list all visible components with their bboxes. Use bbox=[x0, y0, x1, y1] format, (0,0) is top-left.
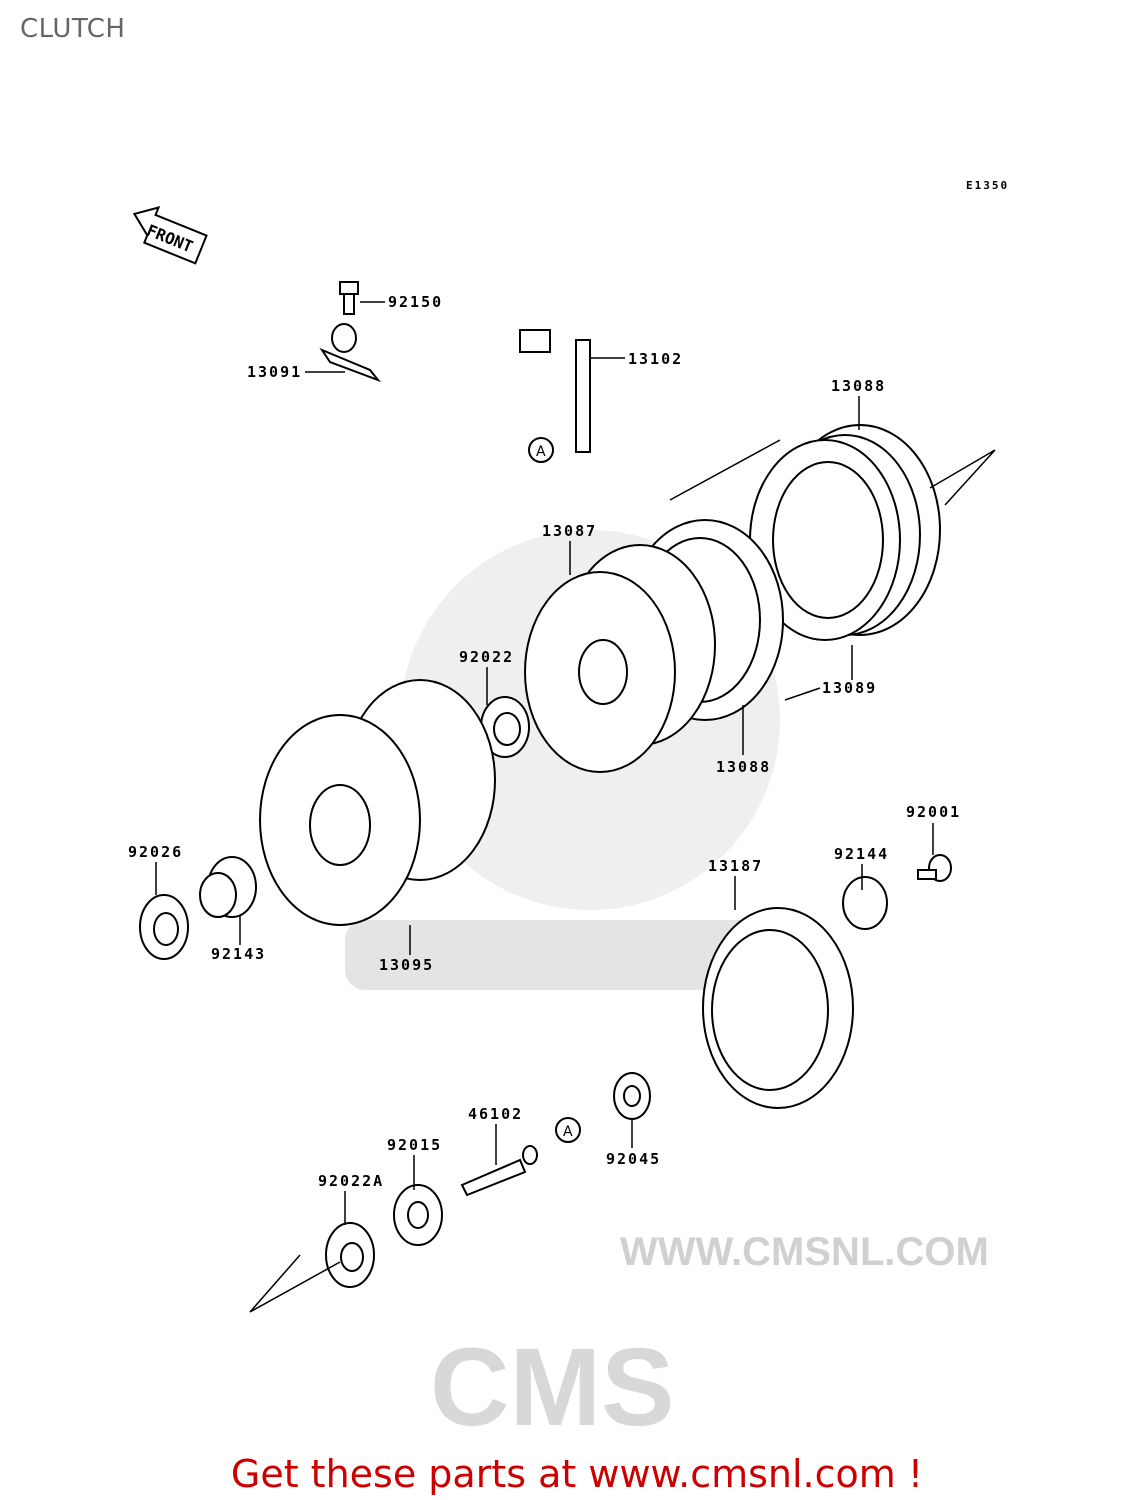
part-label: 13095 bbox=[379, 956, 434, 974]
pressure-plate-13187 bbox=[702, 907, 854, 1109]
sleeve-92143 bbox=[199, 856, 257, 918]
part-label: 92150 bbox=[388, 293, 443, 311]
watermark: CMS WWW.CMSNL.COM bbox=[430, 1230, 989, 1449]
footer-link[interactable]: Get these parts at www.cmsnl.com ! bbox=[230, 1452, 924, 1496]
part-label: 92045 bbox=[606, 1150, 661, 1168]
part-label: 92001 bbox=[906, 803, 961, 821]
spring-92144 bbox=[842, 876, 888, 930]
part-label: 13102 bbox=[628, 350, 683, 368]
circle-a-top: A bbox=[528, 437, 554, 463]
svg-text:A: A bbox=[563, 1124, 573, 1140]
part-label: 13087 bbox=[542, 522, 597, 540]
housing-13095 bbox=[259, 679, 496, 926]
diagram-code: E1350 bbox=[966, 179, 1009, 192]
part-label: 13091 bbox=[247, 363, 302, 381]
washer-92026 bbox=[139, 894, 189, 960]
shaft-13102 bbox=[519, 329, 591, 453]
part-label: 13187 bbox=[708, 857, 763, 875]
page-title: CLUTCH bbox=[20, 14, 126, 44]
part-label: 92144 bbox=[834, 845, 889, 863]
front-arrow-icon: FRONT bbox=[132, 206, 208, 265]
clutch-hub-13087 bbox=[524, 544, 716, 773]
pushrod-46102 bbox=[460, 1145, 538, 1197]
part-label: 92143 bbox=[211, 945, 266, 963]
bracket-13091 bbox=[319, 323, 382, 383]
watermark-logo: CMS bbox=[430, 1326, 674, 1449]
washer-92022 bbox=[480, 696, 530, 758]
part-label: 13088 bbox=[716, 758, 771, 776]
part-label: 13088 bbox=[831, 377, 886, 395]
part-label: 92026 bbox=[128, 843, 183, 861]
part-label: 92022 bbox=[459, 648, 514, 666]
washer-92022a bbox=[325, 1222, 375, 1288]
bearing-92045 bbox=[613, 1072, 651, 1120]
circle-a-bottom: A bbox=[555, 1117, 581, 1143]
steel-plate-13089 bbox=[749, 439, 901, 641]
watermark-url: WWW.CMSNL.COM bbox=[620, 1230, 989, 1274]
bolt-92150 bbox=[339, 281, 359, 315]
nut-92015 bbox=[393, 1184, 443, 1246]
part-label: 92022A bbox=[318, 1172, 384, 1190]
bolt-92001 bbox=[917, 854, 952, 882]
part-label: 46102 bbox=[468, 1105, 523, 1123]
part-label: 13089 bbox=[822, 679, 877, 697]
svg-text:A: A bbox=[536, 444, 546, 460]
part-label: 92015 bbox=[387, 1136, 442, 1154]
